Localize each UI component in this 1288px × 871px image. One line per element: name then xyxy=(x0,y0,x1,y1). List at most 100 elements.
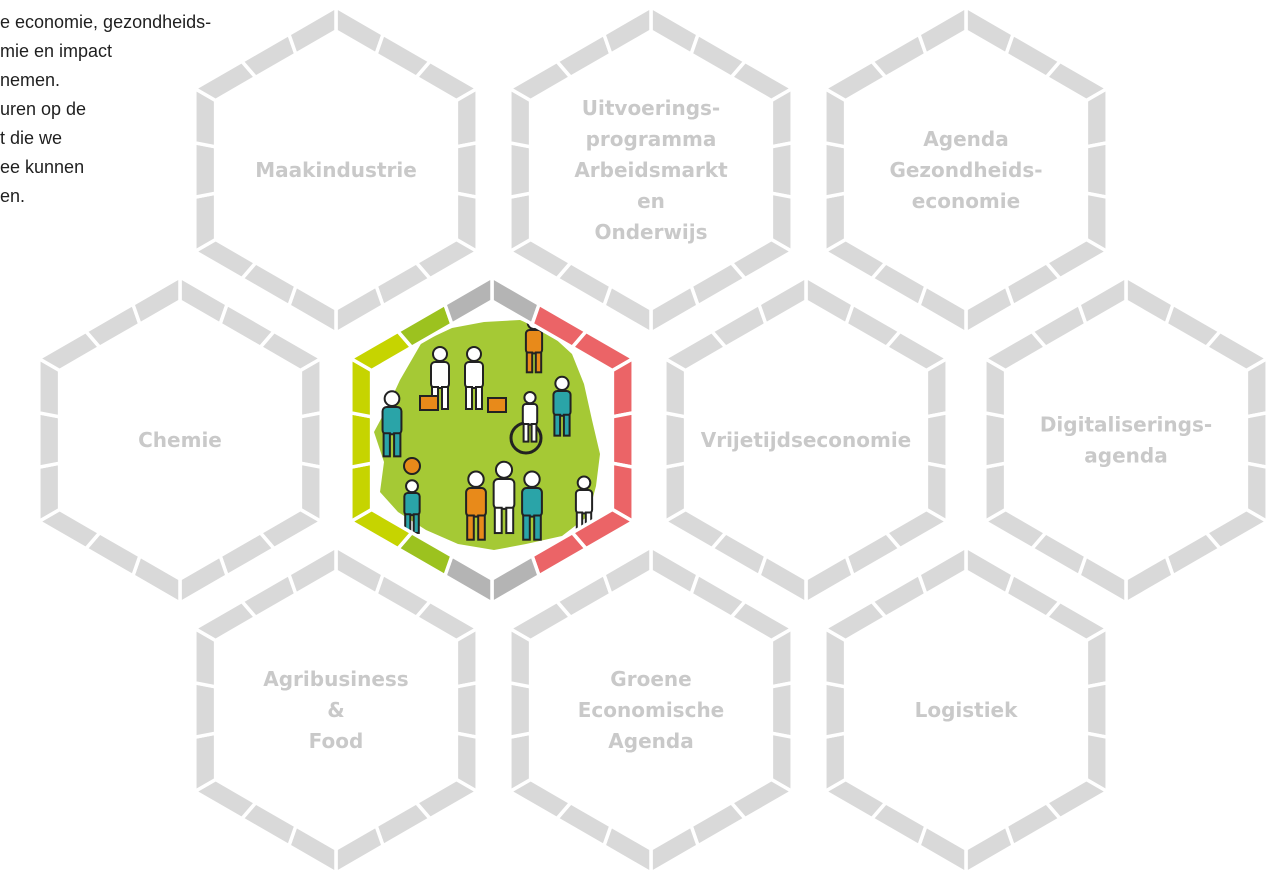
hexagon-segment xyxy=(823,731,848,795)
hexagon-segment xyxy=(508,191,533,255)
hexagon-label: Agribusiness xyxy=(263,667,408,691)
group-figure-white xyxy=(492,460,516,535)
hexagon-segment xyxy=(349,410,374,470)
hexagon-segment xyxy=(601,543,653,597)
hexagon-label: agenda xyxy=(1084,444,1167,468)
hexagon-segment xyxy=(756,273,808,327)
hexagon-segment xyxy=(454,140,479,200)
hexagon-label: Agenda xyxy=(608,729,693,753)
hexagon-label: Groene xyxy=(610,667,691,691)
hexagon-label: Economische xyxy=(578,698,725,722)
hexagon-label: Maakindustrie xyxy=(255,158,417,182)
hexagon-label: Onderwijs xyxy=(594,220,707,244)
hexagon-segment xyxy=(1084,140,1109,200)
hexagon-segment xyxy=(663,461,688,525)
hexagon-label: economie xyxy=(912,189,1020,213)
center-hexagon xyxy=(347,273,637,607)
hexagon-label: & xyxy=(327,698,344,722)
hexagon-segment xyxy=(924,355,949,419)
businesswoman-figure xyxy=(464,346,484,410)
hexagon-segment xyxy=(769,140,794,200)
hexagon-segment xyxy=(1084,625,1109,689)
hexagon-segment xyxy=(454,625,479,689)
intro-line: e economie, gezondheids- xyxy=(0,12,212,32)
hexagon-digitaliseringsagenda[interactable]: Digitaliserings-agenda xyxy=(981,273,1271,607)
hexagon-vrijetijdseconomie[interactable]: Vrijetijdseconomie xyxy=(661,273,951,607)
hexagon-segment xyxy=(823,140,848,200)
hexagon-label: Digitaliserings- xyxy=(1040,413,1212,437)
hexagon-segment xyxy=(916,3,968,57)
hexagon-segment xyxy=(601,3,653,57)
hexagon-segment xyxy=(37,410,62,470)
hexagon-segment xyxy=(454,680,479,740)
hexagon-segment xyxy=(916,543,968,597)
hexagon-segment xyxy=(508,731,533,795)
hexagon-segment xyxy=(1244,355,1269,419)
intro-text: e economie, gezondheids- mie en impact n… xyxy=(0,8,300,211)
hexagon-segment xyxy=(193,140,218,200)
hexagon-segment xyxy=(924,410,949,470)
hexagon-segment xyxy=(823,191,848,255)
hexagon-segment xyxy=(610,355,635,419)
intro-line: uren op de xyxy=(0,99,87,119)
hexagon-segment xyxy=(823,680,848,740)
hexagon-segment xyxy=(508,140,533,200)
hexagon-maakindustrie[interactable]: Maakindustrie xyxy=(191,3,481,337)
hexagon-segment xyxy=(1084,680,1109,740)
hexagon-label: Agenda xyxy=(923,127,1008,151)
hexagon-label: Arbeidsmarkt xyxy=(574,158,728,182)
hexagon-chemie[interactable]: Chemie xyxy=(35,273,325,607)
hexagon-segment xyxy=(298,410,323,470)
child-figure xyxy=(403,479,421,534)
group-figure-teal xyxy=(521,470,543,541)
intro-line: mie en impact xyxy=(0,41,113,61)
hexagon-label: en xyxy=(637,189,665,213)
hexagon-label: programma xyxy=(586,127,717,151)
hexagon-logistiek[interactable]: Logistiek xyxy=(821,543,1111,871)
hexagon-segment xyxy=(442,273,494,327)
briefcase-icon xyxy=(487,397,507,413)
hexagon-segment xyxy=(193,680,218,740)
hexagon-segment xyxy=(193,191,218,255)
briefcase-icon xyxy=(419,395,439,411)
hexagon-label: Gezondheids- xyxy=(889,158,1042,182)
hexagon-label: Uitvoerings- xyxy=(582,96,720,120)
hexagon-segment xyxy=(663,410,688,470)
hexagon-segment xyxy=(349,461,374,525)
hexagon-segment xyxy=(769,625,794,689)
intro-line: t die we xyxy=(0,128,63,148)
hexagon-segment xyxy=(298,355,323,419)
intro-line: en. xyxy=(0,186,26,206)
hexagon-label: Food xyxy=(309,729,364,753)
wheelchair-user-figure xyxy=(521,391,539,443)
hexagon-label: Logistiek xyxy=(915,698,1019,722)
hexagon-segment xyxy=(130,273,182,327)
hexagon-agribusiness-food[interactable]: Agribusiness & Food xyxy=(191,543,481,871)
hexagon-segment xyxy=(37,461,62,525)
carer-figure xyxy=(552,375,572,437)
intro-line: nemen. xyxy=(0,70,61,90)
hexagon-segment xyxy=(983,410,1008,470)
hexagon-label: Vrijetijdseconomie xyxy=(701,428,912,452)
hexagon-segment xyxy=(193,731,218,795)
hexagon-segment xyxy=(610,410,635,470)
hexagon-segment xyxy=(454,85,479,149)
hexagon-label: Chemie xyxy=(138,428,222,452)
hexagon-segment xyxy=(1076,273,1128,327)
hexagon-segment xyxy=(286,543,338,597)
hexagon-segment xyxy=(769,680,794,740)
hexagon-segment xyxy=(1244,410,1269,470)
hexagon-segment xyxy=(1084,85,1109,149)
group-figure-orange xyxy=(465,470,487,541)
businessman-figure xyxy=(430,346,450,410)
hexagon-segment xyxy=(286,3,338,57)
football-player-figure xyxy=(381,390,403,458)
intro-line: ee kunnen xyxy=(0,157,85,177)
hexagon-segment xyxy=(508,680,533,740)
hexagon-segment xyxy=(983,461,1008,525)
hexagon-segment xyxy=(769,85,794,149)
